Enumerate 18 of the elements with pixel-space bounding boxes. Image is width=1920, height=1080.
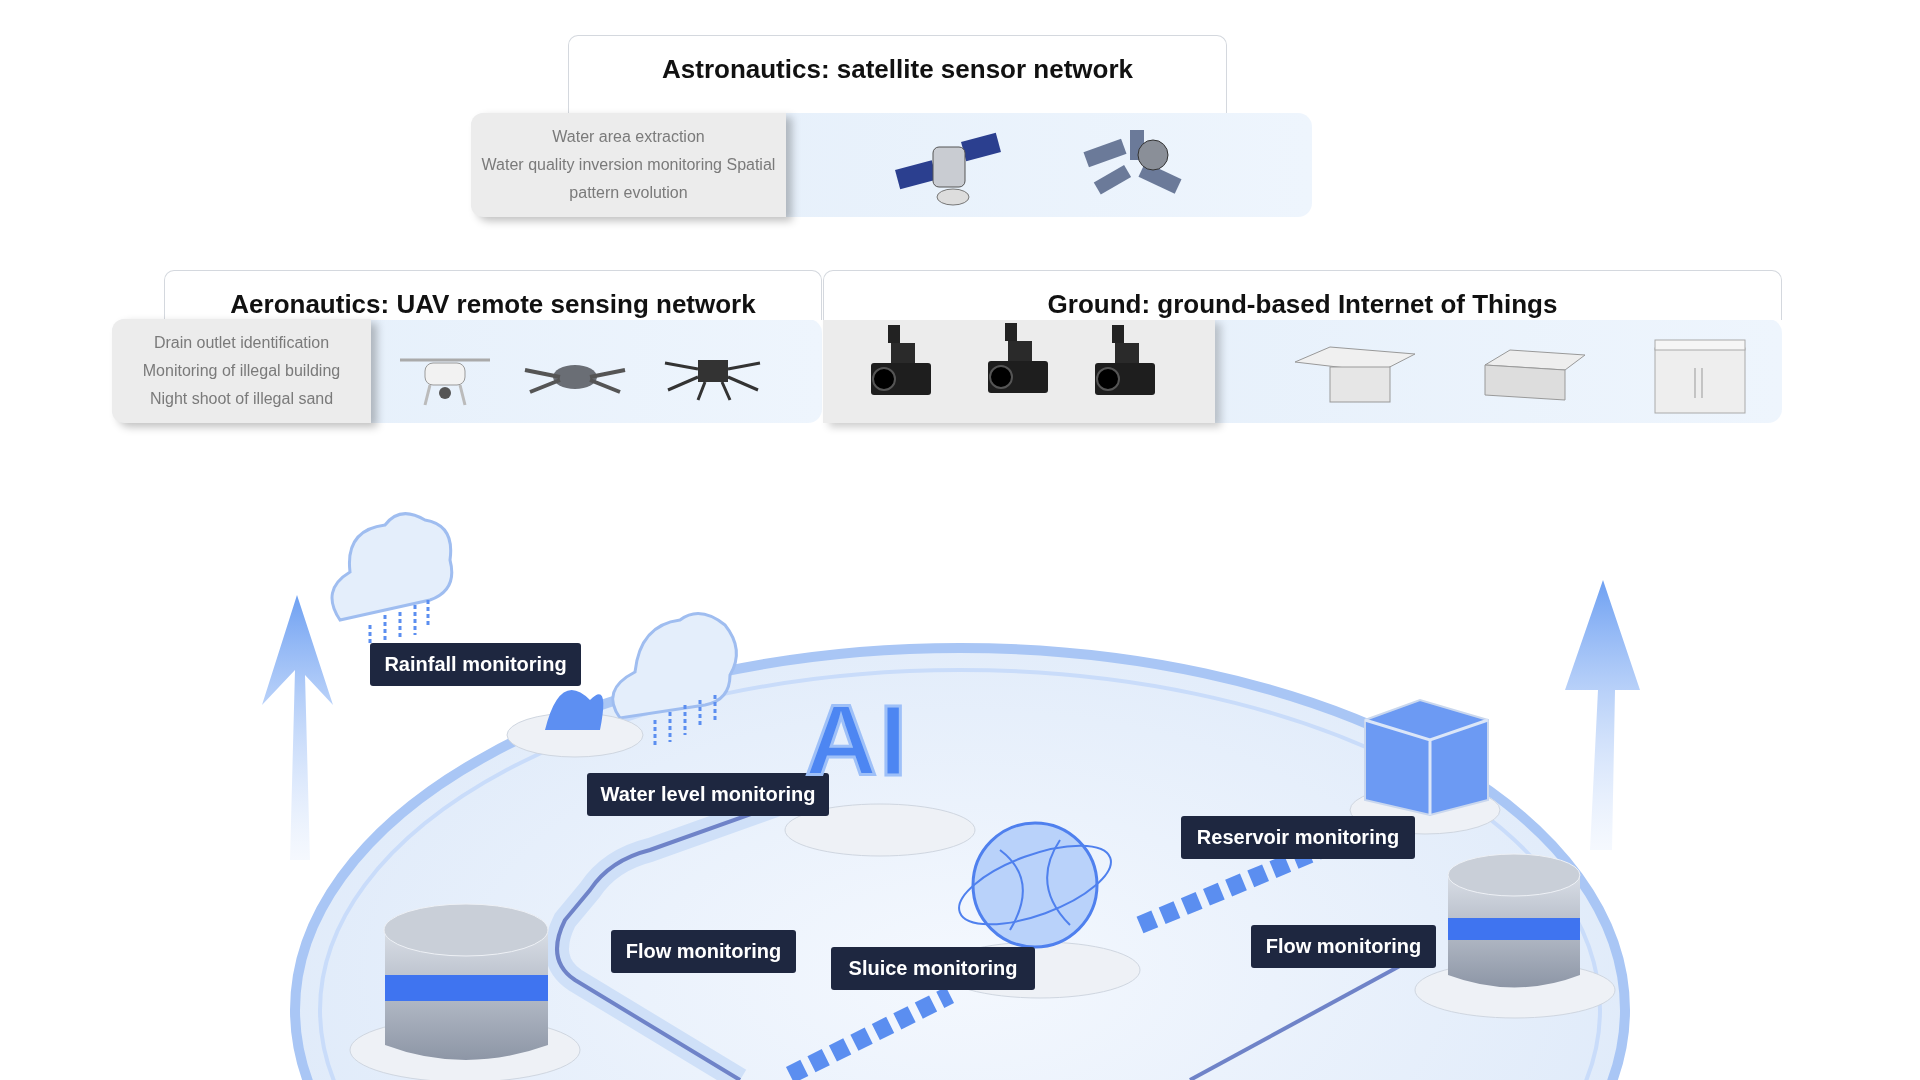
section-title: Astronautics: satellite sensor network — [662, 54, 1133, 85]
application-panel — [112, 319, 371, 423]
section-header — [568, 35, 1227, 113]
monitoring-label: Sluice monitoring — [831, 947, 1035, 990]
section-title: Ground: ground-based Internet of Things — [1047, 289, 1558, 320]
monitoring-label: Rainfall monitoring — [370, 643, 581, 686]
application-panel — [471, 113, 786, 217]
monitoring-label: Flow monitoring — [611, 930, 796, 973]
section-header — [164, 270, 822, 320]
monitoring-label: Flow monitoring — [1251, 925, 1436, 968]
section-title: Aeronautics: UAV remote sensing network — [230, 289, 756, 320]
section-header — [823, 270, 1782, 320]
application-text: Night shoot of illegal sand — [149, 389, 334, 409]
application-text: Water area extraction — [552, 127, 705, 147]
monitoring-label: Reservoir monitoring — [1181, 816, 1415, 859]
application-text: Water quality inversion monitoring Spatial pattern evolution — [481, 155, 776, 203]
application-text: Drain outlet identification — [153, 333, 330, 353]
application-text: Monitoring of illegal building — [142, 361, 341, 381]
